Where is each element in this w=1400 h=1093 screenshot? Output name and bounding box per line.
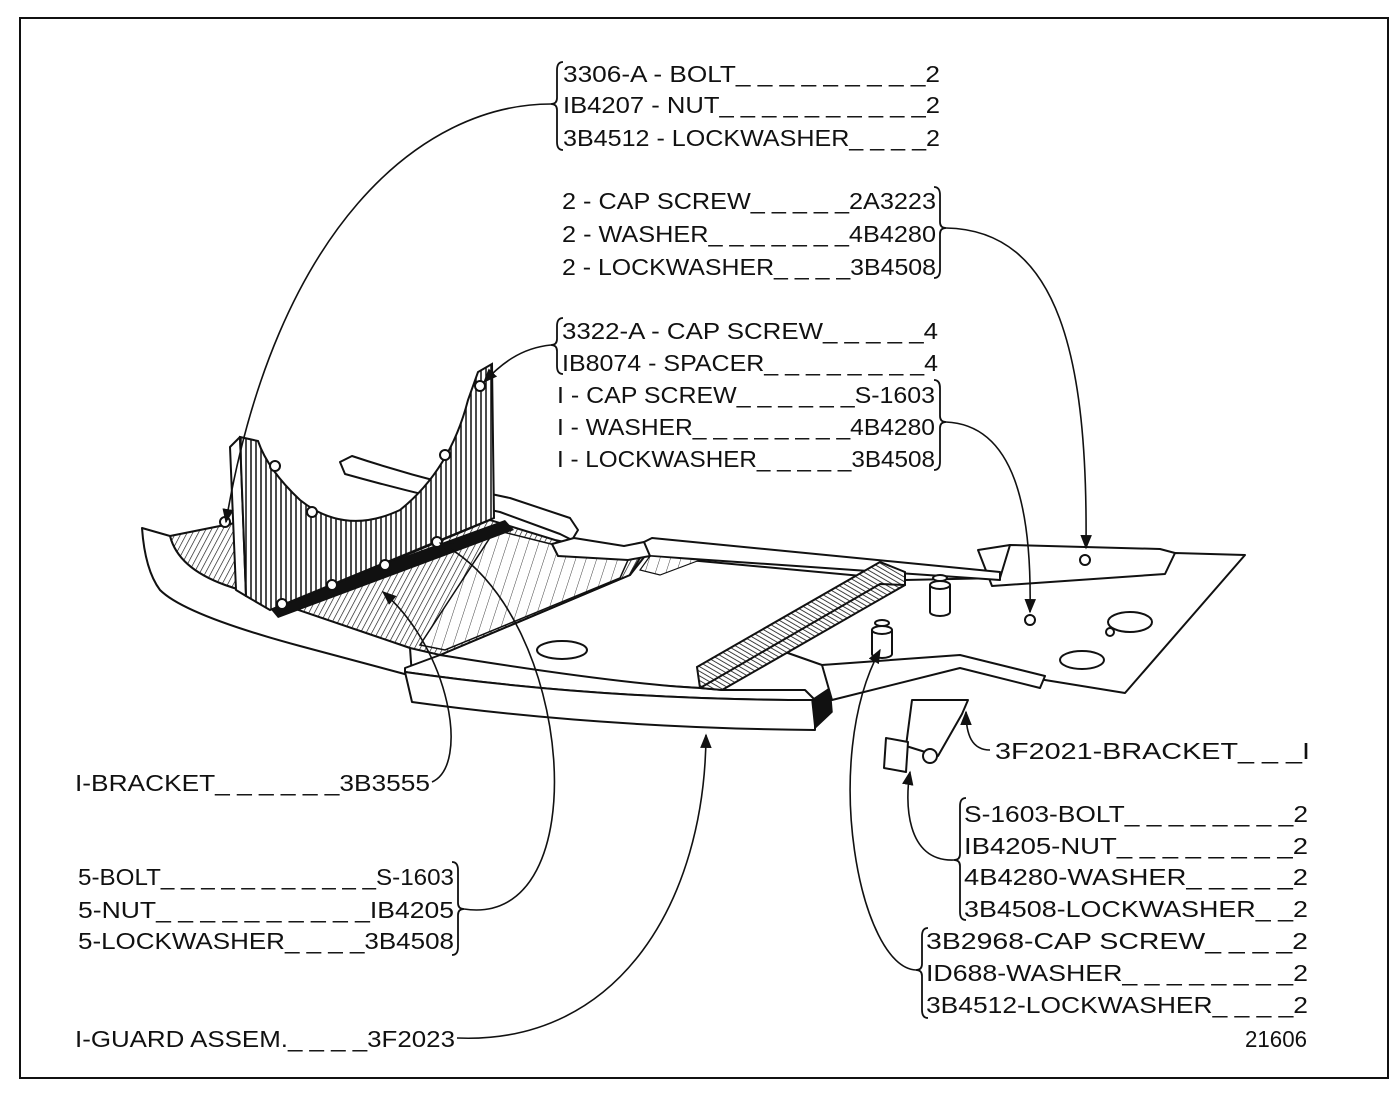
callout-cap-screw: 2 - CAP SCREW_ _ _ _ _2A3223	[562, 188, 936, 214]
hole-right-upper	[1107, 611, 1153, 633]
right-rear-rail-edge	[999, 544, 1011, 579]
leader-bracket-left	[381, 591, 452, 783]
callout-lockwasher: I - LOCKWASHER_ _ _ _ _3B4508	[557, 446, 935, 472]
leader-cap-screw-2	[945, 227, 1092, 550]
nut	[474, 380, 486, 392]
callout-cap-screw: I - CAP SCREW_ _ _ _ _ _S-1603	[557, 382, 935, 408]
brace-top-fasteners	[550, 61, 564, 151]
leader-guard-assembly	[456, 733, 712, 1039]
drawing-border	[19, 17, 1389, 1079]
leader-top-fasteners	[222, 103, 552, 524]
callout-washer: 4B4280-WASHER_ _ _ _ _2	[964, 864, 1308, 890]
upright-shield	[238, 362, 496, 612]
front-rail-face	[404, 671, 816, 731]
front-right-lip	[821, 654, 1046, 701]
drawing-number: 21606	[1245, 1026, 1307, 1052]
callout-bolt: S-1603-BOLT_ _ _ _ _ _ _ _2	[964, 801, 1308, 827]
hole-right-lower	[1059, 650, 1105, 670]
leader-bolts-5	[438, 542, 556, 911]
left-bumper	[141, 527, 413, 677]
hole-small	[1105, 627, 1115, 637]
leader-cap-screw-spacer	[483, 344, 552, 384]
callout-lockwasher: 2 - LOCKWASHER_ _ _ _3B4508	[562, 254, 936, 280]
callout-spacer: IB8074 - SPACER_ _ _ _ _ _ _ _4	[562, 350, 938, 376]
nut	[439, 449, 451, 461]
callout-lockwasher: 3B4512 - LOCKWASHER_ _ _ _2	[563, 125, 940, 151]
nut	[431, 536, 443, 548]
leader-bolt-group	[902, 770, 955, 861]
front-rail-end	[811, 686, 833, 730]
callout-cap-screw: 3322-A - CAP SCREW_ _ _ _ _4	[562, 318, 938, 344]
under-bracket	[905, 699, 969, 757]
callout-nut: IB4205-NUT_ _ _ _ _ _ _ _2	[964, 833, 1308, 859]
leader-cap-screw-1	[945, 421, 1037, 614]
callout-bolt: 3306-A - BOLT_ _ _ _ _ _ _ _ _2	[563, 61, 940, 87]
callout-nut: 5-NUT_ _ _ _ _ _ _ _ _ _IB4205	[78, 897, 454, 923]
hole-left	[536, 640, 588, 660]
rail-step	[551, 537, 651, 561]
under-bracket-nut	[922, 748, 938, 764]
nut	[379, 559, 391, 571]
stud-rear	[929, 574, 951, 617]
leader-bracket-right	[960, 710, 991, 751]
nut	[1024, 614, 1036, 626]
callout-bracket-left: I-BRACKET_ _ _ _ _ _3B3555	[75, 770, 430, 796]
callout-cap-screw: 3B2968-CAP SCREW_ _ _ _2	[926, 928, 1308, 954]
callout-washer: I - WASHER_ _ _ _ _ _ _ _4B4280	[557, 414, 935, 440]
diagonal-bar-edge	[699, 583, 906, 689]
nut	[326, 579, 338, 591]
callout-lockwasher: 3B4512-LOCKWASHER_ _ _ _2	[926, 992, 1308, 1018]
callout-lockwasher: 3B4508-LOCKWASHER_ _2	[964, 896, 1308, 922]
callout-nut: IB4207 - NUT_ _ _ _ _ _ _ _ _ _2	[563, 92, 940, 118]
back-rail-inner	[638, 555, 701, 576]
callout-bracket-right: 3F2021-BRACKET_ _ _I	[995, 738, 1310, 764]
nut	[269, 460, 281, 472]
guard-assembly-drawing	[141, 362, 1246, 773]
callout-washer: 2 - WASHER_ _ _ _ _ _ _4B4280	[562, 221, 936, 247]
brace-cap-screw-1	[933, 379, 947, 471]
nut	[276, 598, 288, 610]
callout-lockwasher: 5-LOCKWASHER_ _ _ _3B4508	[78, 928, 454, 954]
nut	[219, 516, 231, 528]
under-bracket-bolt	[883, 737, 909, 773]
nut	[306, 506, 318, 518]
nut	[1079, 554, 1091, 566]
callout-guard-assembly: I-GUARD ASSEM._ _ _ _3F2023	[75, 1026, 455, 1052]
leader-cap-screw-group	[849, 648, 917, 971]
callout-bolt: 5-BOLT_ _ _ _ _ _ _ _ _ _ _S-1603	[78, 864, 454, 890]
callout-washer: ID688-WASHER_ _ _ _ _ _ _ _2	[926, 960, 1308, 986]
